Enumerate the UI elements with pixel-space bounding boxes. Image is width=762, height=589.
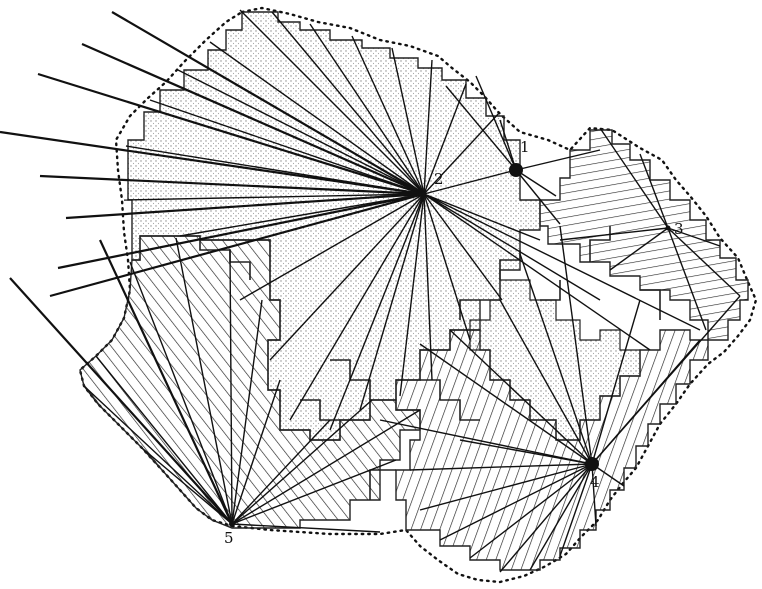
guard-label-1: 1 bbox=[520, 138, 530, 156]
guard-label-4: 4 bbox=[590, 473, 600, 491]
guard-label-2: 2 bbox=[434, 170, 444, 188]
guard-4-marker bbox=[585, 457, 599, 471]
guard-label-5: 5 bbox=[224, 529, 234, 547]
guard-5-marker bbox=[229, 521, 235, 527]
guard-label-3: 3 bbox=[674, 220, 684, 238]
guard-3-marker bbox=[666, 226, 671, 231]
guard-1-marker bbox=[509, 163, 523, 177]
guard-2-marker bbox=[422, 192, 427, 197]
